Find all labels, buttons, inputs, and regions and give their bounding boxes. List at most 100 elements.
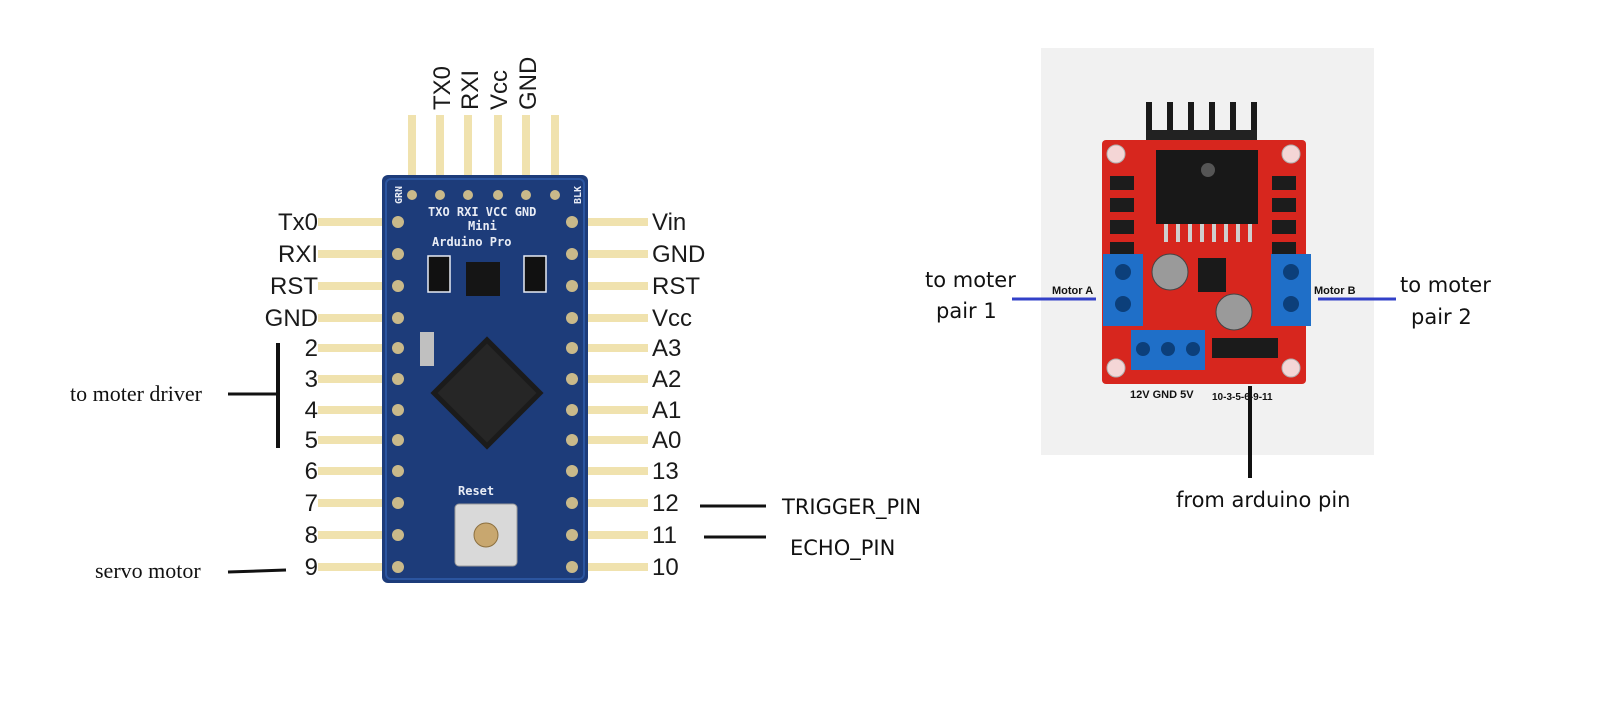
label-motor-b: Motor B — [1314, 285, 1356, 297]
right-pin-bar — [568, 218, 648, 226]
label-to-moter-driver: to moter driver — [70, 381, 203, 406]
right-pin-label: 12 — [652, 490, 679, 517]
label-power-terminals: 12V GND 5V — [1130, 389, 1194, 401]
right-pin-label: A0 — [652, 427, 681, 454]
right-pin-bar — [568, 467, 648, 475]
right-pad — [566, 561, 578, 573]
left-pin-label: 9 — [305, 554, 318, 581]
diodes-right — [1272, 176, 1296, 256]
label-input-pins: 10-3-5-6-9-11 — [1212, 392, 1273, 403]
l298-chip — [1156, 150, 1258, 224]
right-header-pins — [568, 218, 648, 571]
silk-grn: GRN — [394, 186, 405, 204]
left-pad — [392, 497, 404, 509]
motor-pair-2-annotation: to moter pair 2 — [1318, 273, 1491, 329]
right-pad — [566, 529, 578, 541]
right-pin-label: Vcc — [652, 305, 692, 332]
right-pin-bar — [568, 375, 648, 383]
left-pad — [392, 434, 404, 446]
top-label-gnd: GND — [515, 57, 542, 110]
voltage-regulator — [427, 255, 451, 293]
silk-title-arduino-pro: Arduino Pro — [432, 235, 511, 249]
right-pad — [566, 248, 578, 260]
right-pad — [566, 373, 578, 385]
left-pin-bar — [318, 250, 402, 258]
right-pad — [566, 342, 578, 354]
silk-reset: Reset — [458, 484, 494, 498]
label-servo-motor: servo motor — [95, 558, 201, 583]
left-pin-bar — [318, 531, 402, 539]
right-pin-bar — [568, 436, 648, 444]
left-pad — [392, 561, 404, 573]
right-pin-label: A2 — [652, 366, 681, 393]
right-pad — [566, 312, 578, 324]
regulator-78m05 — [1198, 258, 1226, 292]
left-pad — [392, 465, 404, 477]
silk-blk: BLK — [573, 186, 584, 204]
right-pin-bar — [568, 282, 648, 290]
left-header-pins — [318, 218, 402, 571]
left-pad — [392, 404, 404, 416]
right-pin-bar — [568, 499, 648, 507]
left-pad — [392, 312, 404, 324]
top-label-vcc: Vcc — [486, 70, 513, 110]
input-header — [1212, 338, 1278, 358]
right-pin-bar — [568, 406, 648, 414]
left-pin-bar — [318, 375, 402, 383]
left-pin-bar — [318, 563, 402, 571]
left-pin-label: RST — [270, 273, 318, 300]
label-trigger-pin: TRIGGER_PIN — [781, 495, 921, 520]
right-pad — [566, 216, 578, 228]
reset-button-cap — [473, 522, 499, 548]
label-echo-pin: ECHO_PIN — [790, 536, 895, 561]
left-pin-bar — [318, 499, 402, 507]
right-pin-label: GND — [652, 241, 705, 268]
left-pin-label: 4 — [305, 397, 318, 424]
capacitor-1 — [1151, 253, 1189, 291]
label-motor-a: Motor A — [1052, 285, 1093, 297]
motor-driver-annotation: to moter driver — [70, 343, 280, 448]
left-pin-label: 2 — [305, 335, 318, 362]
left-pin-bar — [318, 218, 402, 226]
top-header-labels: TX0 RXI Vcc GND — [429, 57, 542, 110]
left-pin-bar — [318, 314, 402, 322]
left-pad — [392, 248, 404, 260]
left-pad — [392, 280, 404, 292]
silk-title-mini: Mini — [468, 219, 497, 233]
left-pin-label: GND — [265, 305, 318, 332]
label-to-moter-pair1-line2: pair 1 — [936, 299, 997, 323]
right-pin-label: Vin — [652, 209, 686, 236]
right-pad — [566, 497, 578, 509]
label-to-moter-pair1-line1: to moter — [925, 268, 1016, 292]
left-pin-label: 3 — [305, 366, 318, 393]
right-pin-bar — [568, 344, 648, 352]
right-pad — [566, 404, 578, 416]
left-pads — [392, 216, 404, 573]
diodes-left — [1110, 176, 1134, 256]
top-header-pins — [408, 115, 559, 195]
chip-legs — [1164, 224, 1252, 242]
from-arduino-annotation: from arduino pin — [1176, 386, 1350, 512]
right-pin-bar — [568, 531, 648, 539]
left-pad — [392, 529, 404, 541]
right-pad — [566, 280, 578, 292]
right-pad — [566, 434, 578, 446]
left-pin-label: 6 — [305, 458, 318, 485]
silk-top-row: TXO RXI VCC GND — [428, 205, 536, 219]
label-from-arduino-pin: from arduino pin — [1176, 488, 1350, 512]
left-pin-label: 8 — [305, 522, 318, 549]
top-label-rxi: RXI — [457, 70, 484, 110]
capacitor-2 — [1215, 293, 1253, 331]
left-pad — [392, 342, 404, 354]
trigger-annotation: TRIGGER_PIN — [700, 495, 921, 520]
left-pad — [392, 373, 404, 385]
right-pin-label: RST — [652, 273, 700, 300]
right-pin-label: 13 — [652, 458, 679, 485]
left-pin-bar — [318, 282, 402, 290]
motor-pair-1-annotation: to moter pair 1 — [925, 268, 1096, 323]
left-pin-label: 5 — [305, 427, 318, 454]
left-pin-bar — [318, 467, 402, 475]
